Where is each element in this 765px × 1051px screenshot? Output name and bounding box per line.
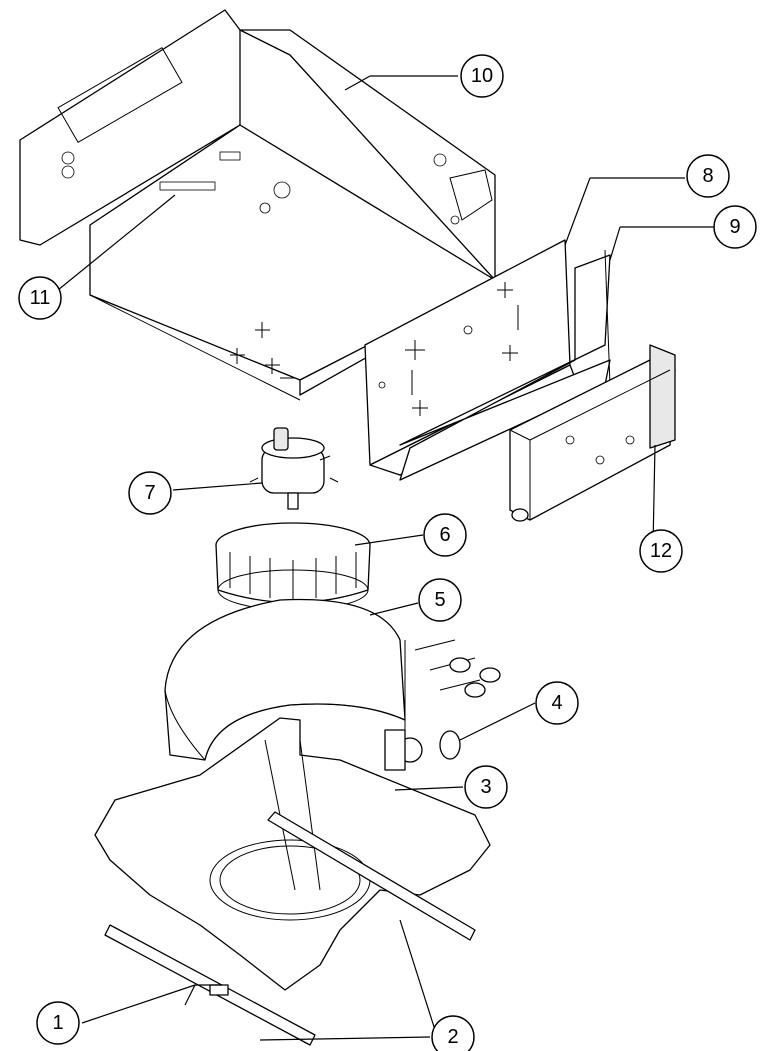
callout-10-label: 10 (471, 65, 493, 87)
part-9-side-frame (399, 249, 611, 481)
callout-6-label: 6 (439, 524, 450, 546)
callout-10: 10 (460, 54, 504, 98)
callout-9: 9 (713, 205, 757, 249)
callout-11-label: 11 (30, 287, 51, 309)
callout-5: 5 (418, 578, 462, 622)
part-2-support-rail (267, 811, 476, 941)
callout-4: 4 (535, 681, 579, 725)
callout-8: 8 (686, 154, 730, 198)
callout-6: 6 (423, 513, 467, 557)
callout-2: 2 (431, 1015, 475, 1051)
callout-3-label: 3 (480, 776, 491, 798)
callout-12-label: 12 (650, 540, 672, 562)
callout-7: 7 (128, 471, 172, 515)
callout-2-label: 2 (447, 1026, 458, 1048)
callout-1-label: 1 (52, 1012, 63, 1034)
callout-9-label: 9 (729, 216, 740, 238)
callout-8-label: 8 (702, 165, 713, 187)
callout-7-label: 7 (144, 482, 155, 504)
leader-lines (57, 75, 715, 1041)
callout-3: 3 (464, 765, 508, 809)
part-5-drain-pan (164, 598, 406, 761)
callout-12: 12 (639, 529, 683, 573)
part-7-fan-motor (249, 427, 339, 510)
callout-4-label: 4 (551, 692, 562, 714)
part-6-fan-wheel (215, 522, 371, 611)
part-12-electrical-box (509, 344, 676, 522)
callout-5-label: 5 (434, 589, 445, 611)
callout-11: 11 (18, 276, 62, 320)
part-4-refrigerant-piping (384, 639, 501, 771)
callout-1: 1 (36, 1001, 80, 1045)
